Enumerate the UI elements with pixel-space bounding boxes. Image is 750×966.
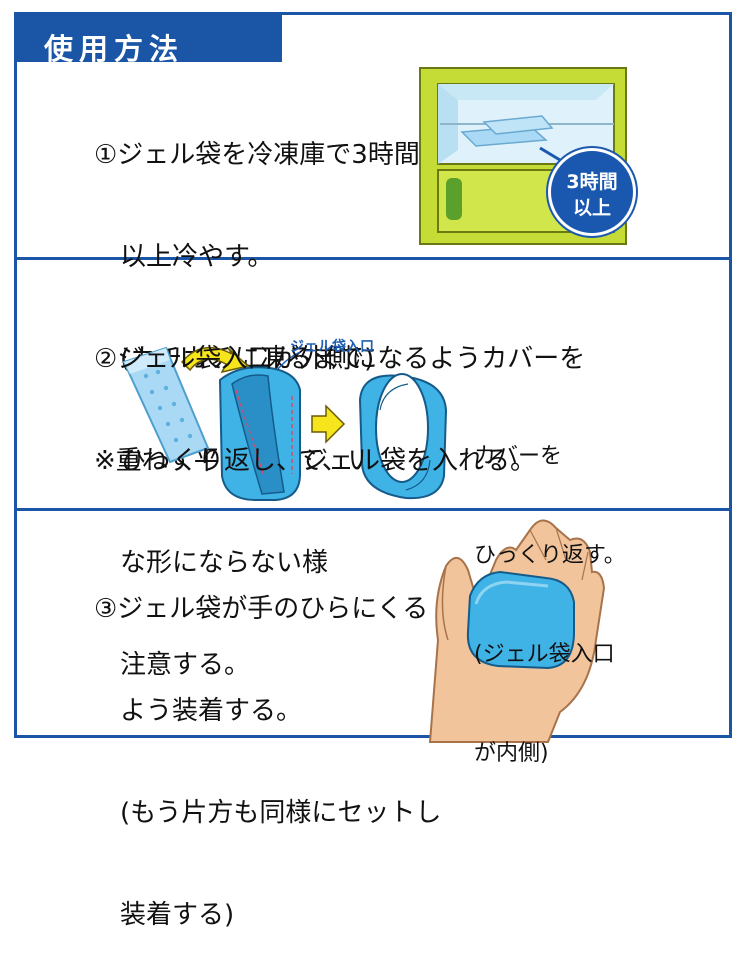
step3-line: よう装着する。 xyxy=(94,696,303,726)
step3-line: 装着する) xyxy=(94,900,235,930)
step1-line: 以上冷やす。 xyxy=(94,242,274,272)
instruction-frame xyxy=(14,12,732,738)
step2-line: ひっくり返し、ジェル袋を入れる。 xyxy=(94,446,537,476)
callout-line: が内側) xyxy=(474,741,549,766)
step2-line: ②ジェル袋入口が外側になるようカバーを xyxy=(94,344,586,374)
title-bar: 使用方法 xyxy=(14,12,282,66)
step1-line: な形にならない様 xyxy=(94,548,329,578)
callout-line: ひっくり返す。 xyxy=(474,543,626,568)
step1-line: 注意する。 xyxy=(94,650,251,680)
step1-line: ①ジェル袋を冷凍庫で3時間 xyxy=(94,140,420,170)
callout-line: (ジェル袋入口 xyxy=(474,642,615,667)
three-hours-badge: 3時間 以上 xyxy=(548,148,636,236)
step3-line: ③ジェル袋が手のひらにくる xyxy=(94,594,429,624)
step1-text: ①ジェル袋を冷凍庫で3時間 以上冷やす。 (カチカチに凍るまで) ※重ねず平らに… xyxy=(94,70,426,716)
step2-callout: カバーを ひっくり返す。 (ジェル袋入口 が内側) xyxy=(474,374,626,803)
hand-illustration xyxy=(428,519,606,743)
cover-ring-illustration xyxy=(358,373,448,500)
page-title: 使用方法 xyxy=(44,32,185,66)
badge-line-2: 以上 xyxy=(572,197,611,219)
step3-text: ③ジェル袋が手のひらにくる よう装着する。 (もう片方も同様にセットし 装着する… xyxy=(94,524,441,966)
section-divider-1 xyxy=(14,257,732,260)
step3-line: (もう片方も同様にセットし xyxy=(94,798,442,828)
callout-line: カバーを xyxy=(474,444,563,469)
yellow-right-arrow xyxy=(311,404,346,444)
badge-line-1: 3時間 xyxy=(566,171,618,193)
section-divider-2 xyxy=(14,508,732,511)
step2-text: ②ジェル袋入口が外側になるようカバーを ひっくり返し、ジェル袋を入れる。 xyxy=(94,274,585,512)
yellow-curved-arrow xyxy=(180,346,250,374)
gel-pack-illustration xyxy=(122,346,210,464)
cover-flat-illustration xyxy=(218,366,301,501)
gel-inlet-label: ジェル袋入口 xyxy=(290,339,374,355)
